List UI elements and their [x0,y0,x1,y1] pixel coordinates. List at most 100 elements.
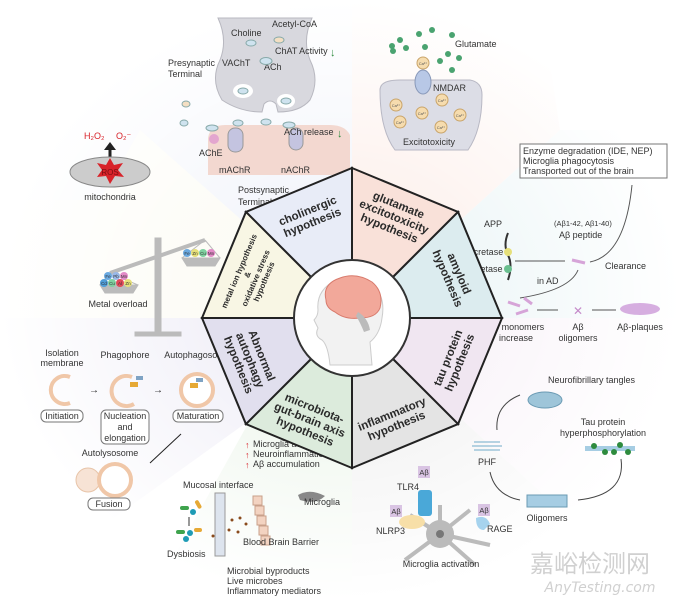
ach-molecules [179,36,296,132]
autophagosome-label: Autophagosome [164,350,230,360]
phosphate-groups [591,442,631,455]
byproduct-2: Live microbes [227,576,283,586]
monomers-label-2: increase [499,333,533,343]
increase-arrow-icon: ↑ [245,460,250,470]
rage-receptor [476,516,490,530]
autolysosome-label: Autolysosome [82,448,139,458]
mitochondria-label: mitochondria [84,192,136,202]
in-ad-label: in AD [537,276,559,286]
svg-text:Fe: Fe [105,274,111,279]
metal-panel: H₂O₂ O₂⁻ ROS mitochondria Fe Zn Cu Mn Fe… [69,131,221,337]
postsynaptic-label-2: Terminal [238,197,272,207]
tau-protein [585,446,635,451]
rage-label: RAGE [487,524,513,534]
metal-overload-label: Metal overload [88,299,147,309]
calcium-ions [389,56,467,134]
glutamate-panel: Glutamate NMDAR Ca²⁺Ca²⁺Ca²⁺ Ca²⁺Ca²⁺Ca²… [379,27,497,151]
isolation-label-1: Isolation [45,348,79,358]
microglia-icon [298,491,325,502]
oligomers-label-1: Aβ [572,322,583,332]
abeta-peptide [571,258,586,265]
clearance-mechanisms-box [519,143,668,179]
effect-2: Neuroinflammation [253,449,329,459]
svg-text:Ca²⁺: Ca²⁺ [418,111,427,116]
o2-label: O₂⁻ [116,131,131,141]
nlrp3-label: NLRP3 [376,526,405,536]
glutamate-label: Glutamate [455,39,497,49]
mucosal-interface-label: Mucosal interface [183,480,254,490]
amyloid-panel: Enzyme degradation (IDE, NEP) Microglia … [456,143,668,343]
nucleation-label-3: elongation [104,433,146,443]
autophagosome-shape [179,372,215,408]
nucleation-label-1: Nucleation [104,411,147,421]
arrow-icon: → [153,385,163,396]
byproduct-3: Inflammatory mediators [227,586,322,596]
ache-enzyme [209,134,219,144]
lysosome [75,467,101,493]
ros-burst-icon [97,158,124,184]
nachr-label: nAChR [281,165,311,175]
h2o2-label: H₂O₂ [84,131,105,141]
svg-text:Ca²⁺: Ca²⁺ [396,120,405,125]
phf-fibrils [472,441,502,451]
byproduct-1: Microbial byproducts [227,566,310,576]
beta-secretase-site [504,248,512,256]
increase-arrow-icon: ↑ [245,450,250,460]
presynaptic-label-1: Presynaptic [168,58,216,68]
fusion-badge [87,497,131,511]
abeta-label: Aβ [479,506,489,515]
svg-text:Fe: Fe [184,251,190,256]
ach-release-label: ACh release [284,127,334,137]
tau-panel: Neurofibrillary tangles Tau protein hype… [472,375,646,523]
blood-brain-barrier [252,495,271,546]
nlrp3-inflammasome [399,515,425,529]
svg-text:Ca²⁺: Ca²⁺ [438,98,447,103]
watermark-cn: 嘉峪检测网 [530,550,650,578]
ros-label: ROS [101,168,118,177]
abeta-label: Aβ [391,507,401,516]
abeta-oligomer: ✕ [573,304,583,318]
abeta-subtypes-label: (Aβ1-42, Aβ1-40) [554,219,612,228]
watermark-en: AnyTesting.com [544,580,656,596]
microglia-activation-label: Microglia activation [403,559,480,569]
svg-text:Cu: Cu [109,281,115,286]
decrease-arrow-icon: ↓ [330,47,336,59]
increase-arrow-icon: ↑ [245,440,250,450]
clearance-item-1: Enzyme degradation (IDE, NEP) [523,146,653,156]
chat-activity-label: ChAT Activity [275,46,328,56]
arrow-icon: → [89,385,99,396]
vacht-label: VAChT [222,58,251,68]
in-ad-arrow [519,269,579,299]
nucleation-label-2: and [117,422,132,432]
phagophore-shape [109,374,135,408]
bbb-label: Blood Brain Barrier [243,537,319,547]
mucosal-interface [214,492,226,557]
abeta-plaque [620,303,660,315]
nachr-receptor [288,127,304,151]
svg-text:Cu: Cu [200,251,206,256]
monomers-label-1: Aβ monomers [488,322,545,332]
maturation-badge [172,409,224,423]
gamma-secretase-site [504,265,512,273]
dysbiosis-bacteria [176,500,202,542]
nmdar-channel [414,69,432,95]
machr-receptor [227,127,244,153]
svg-text:Ca²⁺: Ca²⁺ [456,113,465,118]
plaques-label: Aβ-plaques [617,322,663,332]
cholinergic-panel: Choline Acetyl-CoA ChAT Activity ↓ VAChT… [168,17,350,207]
clearance-item-2: Microglia phagocytosis [523,156,615,166]
app-label: APP [484,219,502,229]
phagophore-label: Phagophore [100,350,149,360]
svg-text:Mn: Mn [121,274,128,279]
clearance-label: Clearance [605,261,646,271]
nmdar-label: NMDAR [433,83,466,93]
autolysosome-shape [97,462,133,498]
abeta-rage [478,504,490,516]
center-circle [293,259,411,377]
acetyl-coa-label: Acetyl-CoA [272,19,317,29]
tau-cycle-arrows [489,394,622,501]
abeta-nlrp3 [390,505,402,517]
effect-1: Microglia activation [253,439,330,449]
clearance-item-3: Transported out of the brain [523,166,634,176]
